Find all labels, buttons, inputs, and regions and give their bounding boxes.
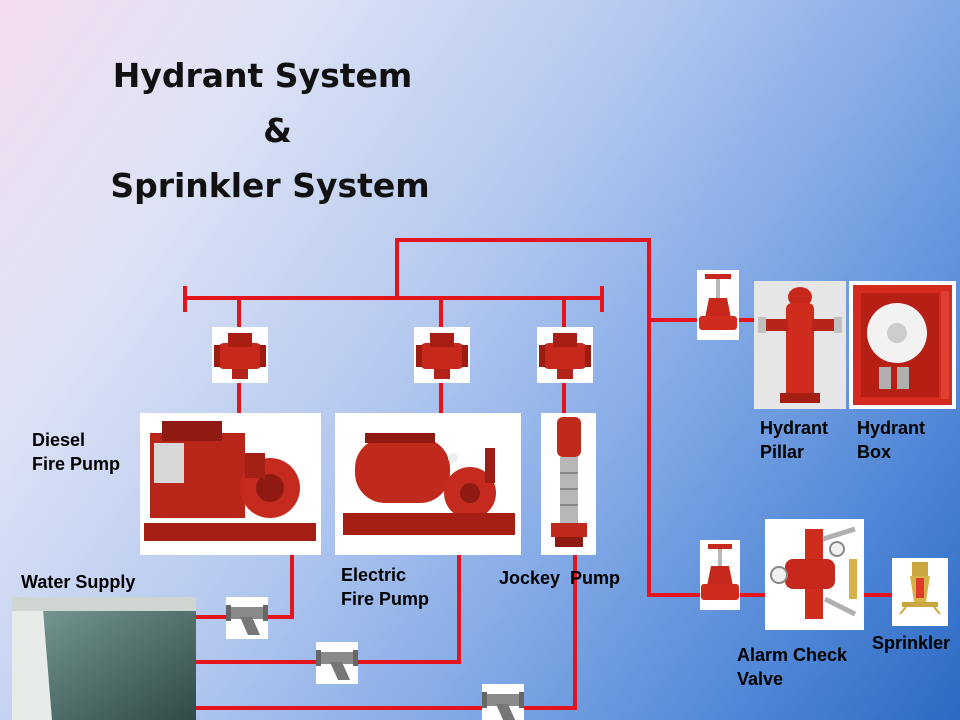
label-line: Fire Pump [341, 589, 430, 609]
sprinkler-head-icon [899, 562, 941, 615]
diesel-fire-pump-photo [140, 413, 321, 555]
electric-suction-strainer-photo [316, 642, 358, 684]
y-strainer-icon [226, 605, 268, 635]
label-line: Box [857, 442, 892, 462]
label-line: Fire Pump [32, 454, 121, 474]
diesel-suction-pipe [170, 553, 294, 619]
diagram-title: Hydrant System & Sprinkler System [80, 48, 480, 213]
hydrant-pillar-icon [758, 287, 842, 403]
diesel-fire-pump-label: Diesel Fire Pump [32, 428, 120, 476]
label-line: Diesel [32, 430, 86, 450]
sprinkler-label: Sprinkler [872, 633, 951, 653]
jockey-check-valve-photo [537, 327, 593, 383]
jockey-suction-pipe [170, 553, 577, 710]
gate-valve-icon [701, 544, 739, 600]
alarm-check-valve-icon [770, 526, 857, 619]
alarm-check-valve-photo [765, 519, 864, 630]
main-riser-pipe [395, 238, 712, 597]
jockey-pump-photo [541, 413, 596, 555]
electric-fire-pump-label: Electric Fire Pump [341, 563, 429, 611]
sprinkler-head-photo [892, 558, 948, 626]
diesel-pump-icon [144, 421, 316, 541]
y-strainer-icon [482, 692, 524, 720]
hydrant-pillar-photo [754, 281, 846, 409]
label-line: Valve [737, 669, 784, 689]
electric-fire-pump-photo [335, 413, 521, 555]
y-strainer-icon [316, 650, 358, 680]
alarm-check-valve-label: Alarm Check Valve [737, 643, 847, 691]
diesel-check-valve-photo [212, 327, 268, 383]
hydrant-pillar-label: Hydrant Pillar [760, 416, 828, 464]
hydrant-box-photo [849, 281, 956, 409]
label-line: Pillar [760, 442, 805, 462]
diesel-suction-strainer-photo [226, 597, 268, 639]
gate-valve-icon [699, 274, 737, 330]
check-valve-icon [539, 333, 591, 379]
label-line: Hydrant [857, 418, 926, 438]
water-tank-icon [12, 597, 196, 720]
sprinkler-gate-valve-photo [700, 540, 740, 610]
electric-pump-icon [343, 433, 515, 535]
jockey-suction-strainer-photo [482, 684, 524, 720]
title-line-1: Hydrant System [112, 56, 413, 95]
water-supply-tank-photo [12, 597, 196, 720]
label-line: Hydrant [760, 418, 829, 438]
water-supply-label: Water Supply [21, 572, 136, 592]
check-valve-icon [214, 333, 266, 379]
hydrant-box-icon [853, 285, 952, 405]
electric-suction-pipe [170, 553, 461, 664]
label-line: Electric [341, 565, 407, 585]
hydrant-box-label: Hydrant Box [857, 416, 925, 464]
label-line: Alarm Check [737, 645, 848, 665]
hydrant-gate-valve-photo [697, 270, 739, 340]
title-line-3: Sprinkler System [110, 166, 430, 205]
jockey-pump-icon [551, 417, 587, 547]
check-valve-icon [416, 333, 468, 379]
title-line-2: & [263, 111, 292, 150]
jockey-pump-label: Jockey Pump [499, 568, 621, 588]
electric-check-valve-photo [414, 327, 470, 383]
